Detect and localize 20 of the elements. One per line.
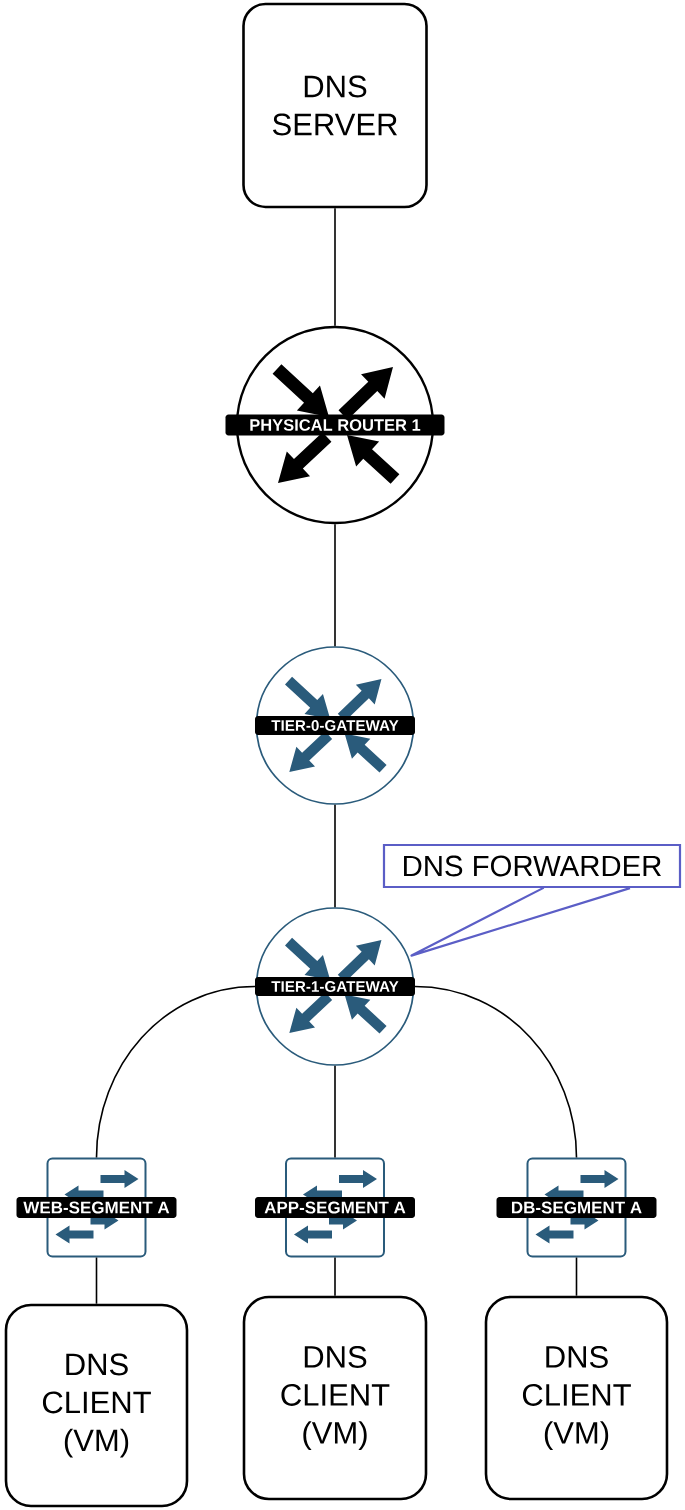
router-label: TIER-0-GATEWAY — [255, 716, 415, 735]
connector-line — [334, 207, 336, 327]
connector-line — [95, 1256, 98, 1305]
client-box: DNS CLIENT (VM) — [484, 1295, 669, 1501]
callout-box: DNS FORWARDER — [382, 843, 682, 889]
connector-line — [95, 985, 256, 1159]
connector-line — [334, 804, 336, 908]
router-label: TIER-1-GATEWAY — [255, 977, 415, 996]
connector-line — [334, 523, 336, 647]
connector-line — [334, 1065, 336, 1159]
client-box: DNS CLIENT (VM) — [242, 1295, 428, 1501]
client-box: DNS CLIENT (VM) — [4, 1303, 189, 1508]
connector-line — [575, 1256, 578, 1297]
segment-label: APP-SEGMENT A — [255, 1197, 415, 1218]
segment-label: WEB-SEGMENT A — [16, 1197, 177, 1218]
router-label: PHYSICAL ROUTER 1 — [225, 414, 445, 436]
connector-line — [414, 985, 578, 1159]
segment-label: DB-SEGMENT A — [496, 1197, 657, 1218]
connector-line — [334, 1256, 336, 1297]
server-box: DNS SERVER — [242, 2, 428, 209]
